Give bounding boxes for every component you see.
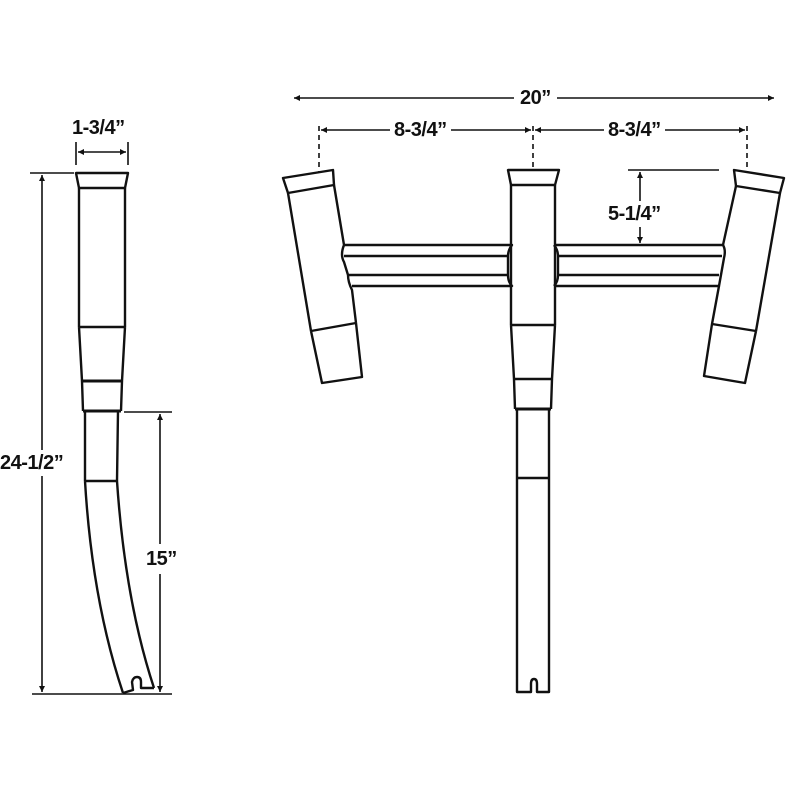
pipe-length-label: 15” xyxy=(146,544,177,574)
right-spacing-label: 8-3/4” xyxy=(604,119,665,141)
overall-width-label: 20” xyxy=(514,87,557,109)
center-holder xyxy=(506,168,561,411)
crossbar xyxy=(344,243,726,288)
side-view-holder xyxy=(74,171,130,413)
side-width-label: 1-3/4” xyxy=(72,117,125,139)
left-holder xyxy=(281,168,364,385)
bar-offset-label: 5-1/4” xyxy=(608,201,661,227)
center-pole xyxy=(515,409,551,694)
right-holder xyxy=(702,168,786,385)
side-view-pipe xyxy=(83,410,156,695)
overall-height-label: 24-1/2” xyxy=(0,450,64,476)
left-spacing-label: 8-3/4” xyxy=(390,119,451,141)
